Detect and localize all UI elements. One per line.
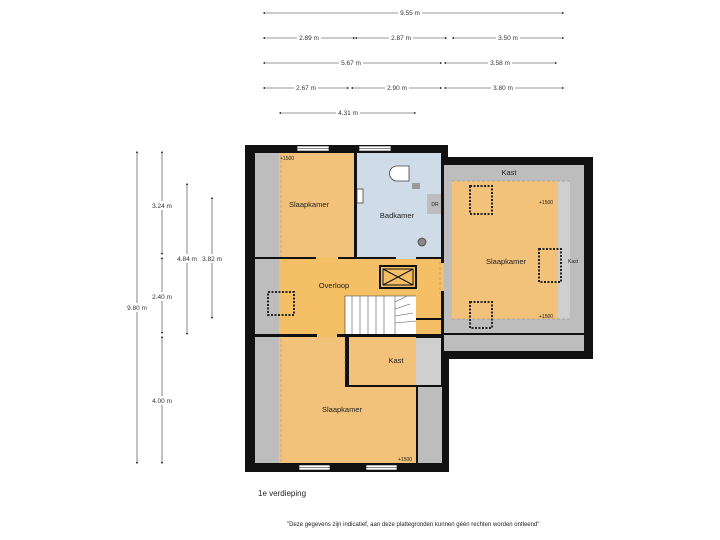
dim-width: 2.67 m — [296, 85, 316, 92]
staircase — [344, 295, 417, 334]
room-label-dr: DR — [431, 202, 439, 208]
room-label-kast-top: Kast — [501, 168, 517, 177]
vertical-dimension-labels: 9.80 m 3.24 m 2.40 m 4.00 m 4.84 m 3.82 … — [125, 201, 224, 405]
height-mark: +1500 — [280, 156, 294, 162]
dim-width: 2.87 m — [391, 35, 411, 42]
room-label-slaapkamer-right: Slaapkamer — [486, 257, 527, 266]
door-opening — [316, 257, 338, 259]
bathroom-fixtures — [356, 165, 427, 247]
door-opening — [441, 263, 444, 291]
door-openings — [316, 257, 444, 337]
dim-width: 5.67 m — [341, 60, 361, 67]
skylight-icon — [538, 248, 562, 283]
disclaimer-text: "Deze gegevens zijn indicatief, aan deze… — [287, 522, 540, 528]
dim-total-height: 9.80 m — [127, 305, 147, 312]
height-mark: +1500 — [398, 457, 412, 463]
dim-width: 3.50 m — [498, 35, 518, 42]
interior-walls — [255, 153, 584, 463]
toilet-icon — [389, 165, 410, 182]
door-opening — [317, 334, 337, 337]
dim-width: 2.89 m — [299, 35, 319, 42]
skylights — [267, 185, 562, 329]
dim-height: 3.24 m — [152, 203, 172, 210]
dim-width: 2.90 m — [387, 85, 407, 92]
attic-hatch-icon — [379, 265, 417, 289]
dim-width: 4.31 m — [338, 110, 358, 117]
door-opening — [396, 257, 416, 259]
skylight-icon — [469, 185, 493, 215]
room-label-slaapkamer-bottom: Slaapkamer — [322, 405, 363, 414]
sink-icon — [356, 188, 364, 204]
dim-height: 3.82 m — [202, 256, 222, 263]
windows — [296, 145, 398, 471]
horizontal-dimension-labels: 9.55 m 2.89 m 2.87 m 3.50 m 5.67 m 3.58 … — [294, 8, 520, 117]
sloped-ceiling-lines — [280, 155, 570, 463]
height-marks: +1500 +1500 +1500 +1500 — [280, 156, 553, 463]
drain-icon — [417, 237, 427, 247]
horizontal-dimensions — [262, 11, 565, 115]
skylight-icon — [469, 301, 493, 329]
dim-height: 4.00 m — [152, 398, 172, 405]
height-mark: +1500 — [539, 314, 553, 320]
dim-total-width: 9.55 m — [400, 10, 420, 17]
room-label-kast-right: Kast — [568, 259, 579, 265]
room-labels: Slaapkamer Badkamer DR Kast Slaapkamer K… — [289, 168, 579, 414]
height-mark: +1500 — [539, 200, 553, 206]
dim-width: 3.58 m — [490, 60, 510, 67]
room-label-badkamer: Badkamer — [380, 211, 415, 220]
room-label-kast-middle: Kast — [388, 356, 404, 365]
room-label-overloop: Overloop — [319, 281, 349, 290]
dim-height: 2.40 m — [152, 294, 172, 301]
floor-label: 1e verdieping — [258, 489, 307, 498]
dim-width: 3.80 m — [493, 85, 513, 92]
dim-height: 4.84 m — [177, 256, 197, 263]
room-label-slaapkamer-top: Slaapkamer — [289, 200, 330, 209]
